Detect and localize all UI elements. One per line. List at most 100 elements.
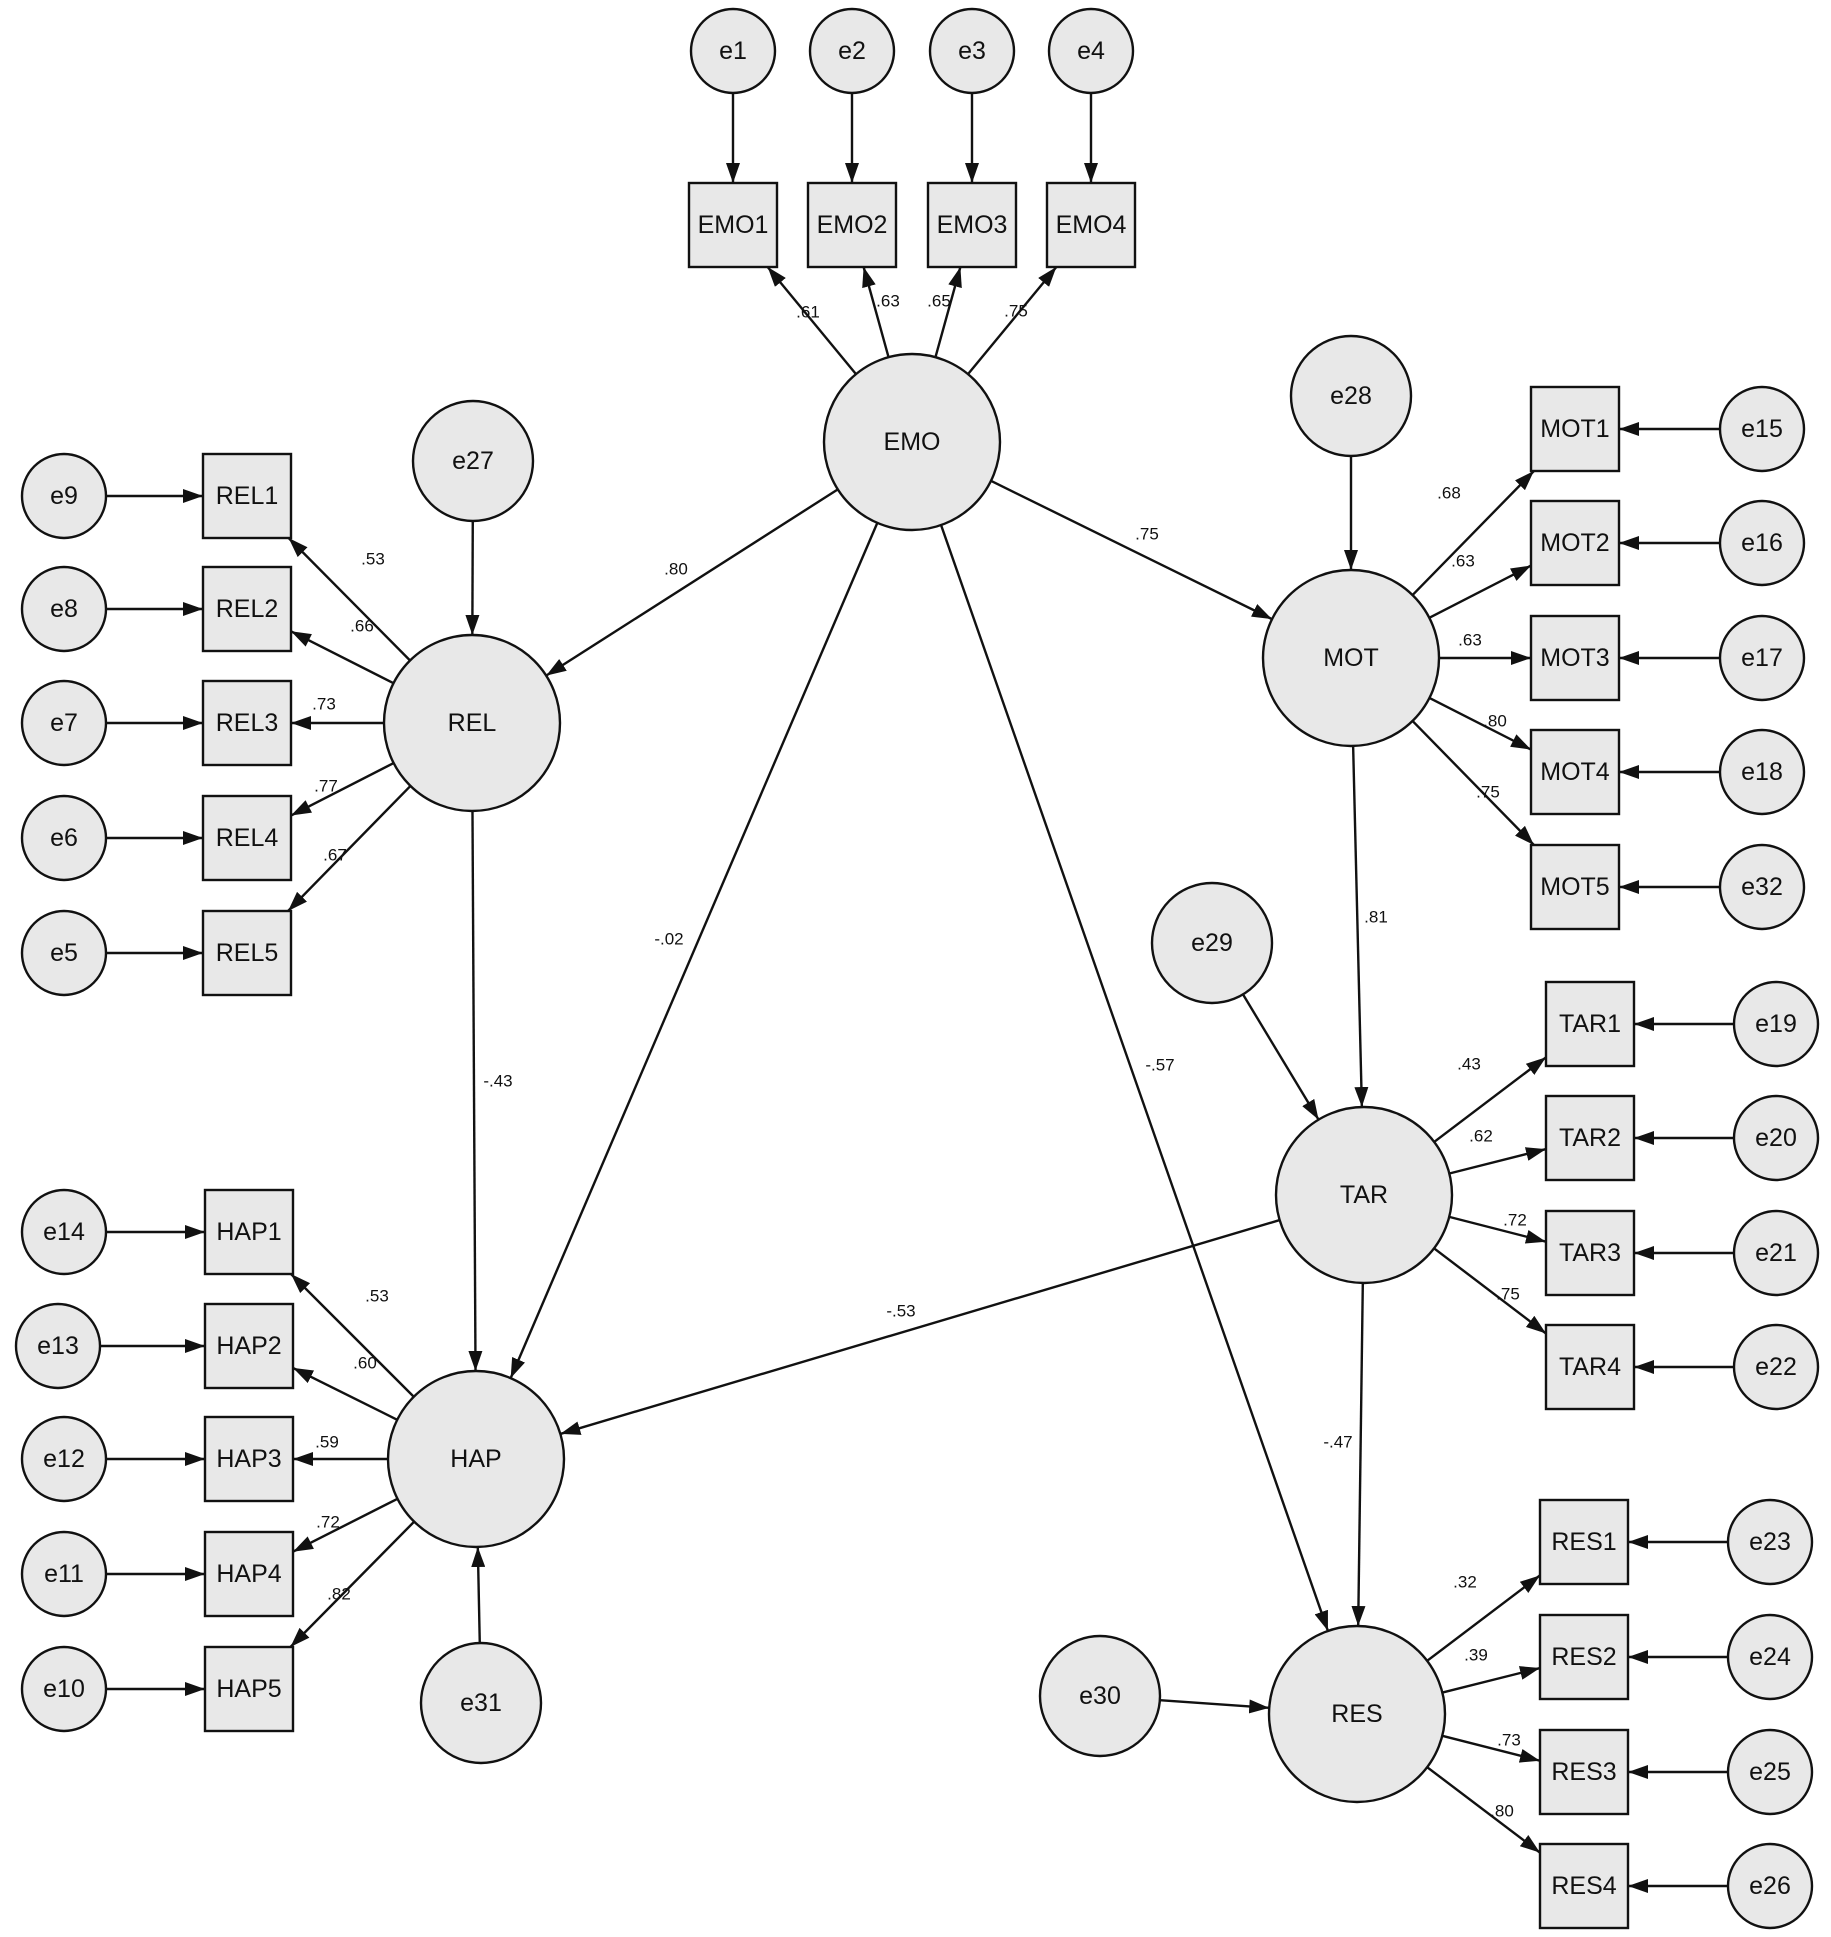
indicator-box bbox=[1045, 181, 1137, 269]
latent-node-tar: TAR bbox=[1274, 1105, 1454, 1285]
indicator-label: TAR3 bbox=[1559, 1239, 1621, 1267]
indicator-label: MOT3 bbox=[1540, 644, 1609, 672]
loading-label-res3: .73 bbox=[1497, 1730, 1521, 1749]
loading-label-res2: .39 bbox=[1464, 1645, 1488, 1664]
error-circle bbox=[411, 399, 535, 523]
latent-circle bbox=[1261, 568, 1441, 748]
error-label: e19 bbox=[1755, 1010, 1797, 1038]
indicator-box bbox=[203, 1645, 295, 1733]
loading-label-rel4: .77 bbox=[314, 776, 338, 795]
latent-node-hap: HAP bbox=[386, 1369, 566, 1549]
indicator-node-emo1: EMO1 bbox=[687, 181, 779, 269]
indicator-label: EMO2 bbox=[817, 211, 888, 239]
error-node-e5: e5 bbox=[20, 909, 108, 997]
loading-label-mot3: .63 bbox=[1458, 630, 1482, 649]
path-label-tar-res: -.47 bbox=[1323, 1432, 1352, 1451]
indicator-label: REL3 bbox=[216, 709, 279, 737]
indicator-label: REL1 bbox=[216, 482, 279, 510]
indicator-node-res4: RES4 bbox=[1538, 1842, 1630, 1930]
indicator-node-rel1: REL1 bbox=[201, 452, 293, 540]
error-node-e12: e12 bbox=[20, 1415, 108, 1503]
loading-label-rel2: .66 bbox=[350, 616, 374, 635]
error-circle bbox=[20, 452, 108, 540]
indicator-label: MOT2 bbox=[1540, 529, 1609, 557]
indicator-label: TAR4 bbox=[1559, 1353, 1621, 1381]
loading-arrow-emo-emo4 bbox=[967, 266, 1058, 375]
loading-label-hap5: .82 bbox=[327, 1584, 351, 1603]
error-node-e28: e28 bbox=[1289, 334, 1413, 458]
indicator-box bbox=[1544, 1209, 1636, 1297]
loading-label-rel3: .73 bbox=[312, 694, 336, 713]
edge-labels-layer: .61.63.65.75.53.66.73.77.67.68.63.63.80.… bbox=[312, 291, 1527, 1820]
error-circle bbox=[20, 1415, 108, 1503]
latent-label: REL bbox=[448, 709, 497, 737]
error-label: e24 bbox=[1749, 1643, 1791, 1671]
latent-label: MOT bbox=[1323, 644, 1379, 672]
error-label: e4 bbox=[1077, 37, 1105, 65]
error-node-e16: e16 bbox=[1718, 499, 1806, 587]
error-label: e2 bbox=[838, 37, 866, 65]
latent-circle bbox=[822, 352, 1002, 532]
latent-label: HAP bbox=[450, 1445, 501, 1473]
error-circle bbox=[1732, 1094, 1820, 1182]
indicator-label: HAP1 bbox=[216, 1218, 281, 1246]
indicator-label: EMO4 bbox=[1056, 211, 1127, 239]
error-circle bbox=[20, 909, 108, 997]
loading-arrow-mot-mot1 bbox=[1411, 470, 1535, 596]
error-circle bbox=[1726, 1842, 1814, 1930]
error-circle bbox=[1038, 1634, 1162, 1758]
error-node-e19: e19 bbox=[1732, 980, 1820, 1068]
error-label: e9 bbox=[50, 482, 78, 510]
path-label-emo-hap: -.02 bbox=[654, 929, 683, 948]
error-label: e14 bbox=[43, 1218, 85, 1246]
indicator-label: TAR2 bbox=[1559, 1124, 1621, 1152]
indicator-node-tar4: TAR4 bbox=[1544, 1323, 1636, 1411]
error-node-e1: e1 bbox=[689, 7, 777, 95]
indicator-label: REL2 bbox=[216, 595, 279, 623]
error-label: e32 bbox=[1741, 873, 1783, 901]
error-node-e25: e25 bbox=[1726, 1728, 1814, 1816]
error-label: e29 bbox=[1191, 929, 1233, 957]
loading-label-emo1: .61 bbox=[796, 302, 820, 321]
indicator-node-mot3: MOT3 bbox=[1529, 614, 1621, 702]
error-label: e1 bbox=[719, 37, 747, 65]
indicator-label: HAP3 bbox=[216, 1445, 281, 1473]
path-label-emo-rel: .80 bbox=[664, 559, 688, 578]
indicator-box bbox=[203, 1530, 295, 1618]
error-arrow-e29-tar bbox=[1241, 993, 1320, 1121]
latent-circle bbox=[1267, 1624, 1447, 1804]
error-label: e22 bbox=[1755, 1353, 1797, 1381]
path-arrow-emo-res bbox=[939, 524, 1330, 1632]
loading-arrow-res-res4 bbox=[1426, 1766, 1541, 1854]
indicator-label: HAP4 bbox=[216, 1560, 281, 1588]
loading-arrow-emo-emo2 bbox=[862, 266, 890, 358]
loading-arrow-res-res3 bbox=[1441, 1734, 1541, 1763]
error-node-e26: e26 bbox=[1726, 1842, 1814, 1930]
error-circle bbox=[20, 565, 108, 653]
path-arrow-tar-res bbox=[1351, 1282, 1366, 1627]
path-arrow-emo-mot bbox=[990, 479, 1273, 621]
indicator-label: RES1 bbox=[1551, 1528, 1616, 1556]
error-circle bbox=[1732, 1209, 1820, 1297]
loading-arrow-hap-hap1 bbox=[290, 1273, 415, 1398]
indicator-box bbox=[203, 1415, 295, 1503]
indicator-label: RES3 bbox=[1551, 1758, 1616, 1786]
loading-arrow-hap-hap5 bbox=[289, 1520, 416, 1648]
latent-label: RES bbox=[1331, 1700, 1382, 1728]
indicator-box bbox=[1529, 843, 1621, 931]
loading-arrow-res-res1 bbox=[1426, 1574, 1541, 1662]
latent-node-emo: EMO bbox=[822, 352, 1002, 532]
indicator-box bbox=[1544, 1323, 1636, 1411]
error-node-e9: e9 bbox=[20, 452, 108, 540]
loading-arrow-rel-rel5 bbox=[287, 785, 412, 912]
loading-arrow-tar-tar3 bbox=[1448, 1215, 1547, 1244]
error-circle bbox=[20, 679, 108, 767]
path-label-emo-mot: .75 bbox=[1135, 524, 1159, 543]
path-label-rel-hap: -.43 bbox=[483, 1071, 512, 1090]
loading-arrow-mot-mot4 bbox=[1428, 696, 1532, 751]
loading-arrow-mot-mot2 bbox=[1428, 564, 1532, 619]
indicator-node-mot5: MOT5 bbox=[1529, 843, 1621, 931]
error-node-e10: e10 bbox=[20, 1645, 108, 1733]
